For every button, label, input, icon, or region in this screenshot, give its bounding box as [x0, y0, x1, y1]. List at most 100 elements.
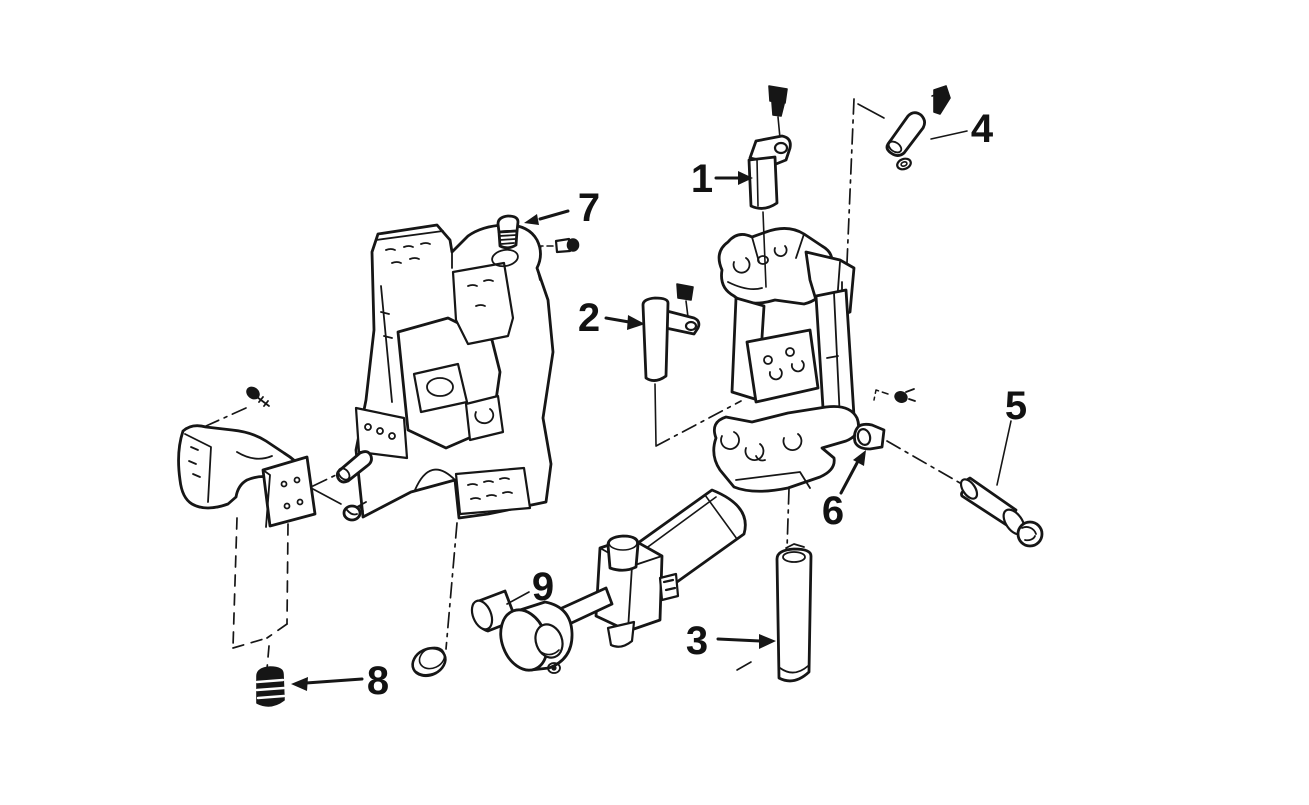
leader-4	[930, 130, 968, 140]
grease-fitting	[894, 388, 916, 403]
arrow-2-shaft	[604, 316, 631, 324]
plug8-body	[256, 666, 285, 707]
hitch-assembly	[712, 227, 860, 493]
small-pin	[335, 450, 373, 484]
bushing-6	[853, 422, 886, 451]
frame-foot-hole	[388, 432, 396, 440]
callout-2: 2	[578, 296, 600, 340]
frame-lower-plate	[464, 394, 505, 442]
arrow-8-shaft	[304, 677, 364, 685]
frame-top-plate-hole	[491, 248, 519, 268]
frame-upperbar-slots	[467, 279, 494, 307]
stub-end-face	[470, 599, 494, 631]
frame-upper-bar	[451, 261, 515, 346]
hitch-foot	[712, 405, 860, 493]
pin1-insert-line	[762, 211, 767, 288]
arrow-6-head	[853, 450, 866, 466]
bracket-plate-hole	[296, 498, 304, 506]
round-head-screw	[342, 501, 367, 522]
arrow-7-head	[524, 214, 539, 225]
pin5-knob	[1016, 520, 1044, 548]
cylinder-assembly	[470, 488, 747, 674]
hitch-plate	[745, 328, 820, 404]
phantom-left-edge	[232, 517, 238, 648]
phantom-bottom-left	[232, 637, 268, 649]
frame-lower-plate-hole	[474, 408, 495, 425]
callout-5: 5	[1005, 384, 1027, 428]
phantom-bottom-right	[266, 623, 288, 639]
push-cap	[411, 646, 447, 678]
bolt-head	[676, 283, 694, 301]
small-plug	[554, 237, 580, 254]
bolt-axis-line	[685, 300, 689, 318]
frame-left-rail-detail	[380, 285, 393, 403]
pin1-face-line	[756, 158, 759, 207]
clevis-edges	[727, 233, 805, 291]
callouts: 1 2 3 4 5 6 7 8 9	[367, 107, 1027, 703]
pin5-end-face	[959, 478, 979, 500]
frame-edge-details	[414, 251, 541, 491]
eye-bore	[534, 623, 564, 659]
pin3-body	[775, 547, 813, 683]
pin4-end-face	[887, 140, 903, 154]
clevis-pin-2	[641, 283, 701, 446]
foot-hole-arcs	[720, 431, 803, 461]
roll-pin-4	[857, 85, 951, 171]
screw4-ticks	[931, 90, 947, 107]
plug7-threads	[498, 234, 517, 245]
arrow-6-shaft	[839, 461, 859, 495]
callout-7: 7	[578, 186, 600, 230]
bracket-plate-hole	[293, 476, 301, 484]
callout-6: 6	[822, 489, 844, 533]
bracket-inner-curve	[236, 451, 273, 460]
screw-head	[342, 504, 362, 522]
bracket-screw-line	[312, 488, 342, 505]
frame-foot-hole	[364, 423, 372, 431]
frame-foot-hole	[376, 427, 384, 435]
washer-ring	[896, 157, 912, 171]
clevis-pin-1	[747, 85, 792, 288]
plug8-threads	[255, 678, 286, 700]
callout-1: 1	[691, 157, 713, 201]
side-fitting	[658, 572, 680, 602]
plug-8	[255, 666, 286, 707]
pin1-handle-hole	[773, 141, 789, 155]
callout-9: 9	[532, 565, 554, 609]
right-column-detail	[826, 292, 841, 421]
pin1-body	[747, 155, 779, 210]
centerline-part4-axis	[845, 98, 855, 287]
pin3-top-step	[785, 543, 805, 549]
pin4-axis-line	[857, 103, 885, 119]
leader-9	[506, 591, 530, 605]
top-plug	[606, 534, 640, 572]
phantom-right-edge	[286, 523, 289, 625]
frame-topbar-edge	[375, 230, 444, 241]
centerline-screw-bracket	[205, 407, 247, 427]
centerline-bushing-pin5	[886, 440, 961, 484]
bracket-left-face-edge	[184, 433, 212, 503]
pin5-knob-detail	[1021, 526, 1037, 542]
arrow-8-head	[291, 677, 308, 691]
frame-center-hole	[426, 377, 454, 397]
bracket-plate-hole	[280, 480, 288, 488]
washer-hole	[900, 161, 908, 167]
pin-5	[959, 476, 1044, 548]
callout-4: 4	[971, 107, 994, 151]
phantom-plug-axis	[266, 645, 270, 670]
phantom-drawbar-outline	[232, 517, 289, 670]
top-plug-face	[608, 535, 638, 551]
plate-hole	[785, 347, 795, 357]
left-bracket	[177, 424, 342, 528]
frame-center-block	[412, 362, 469, 414]
callout-8: 8	[367, 659, 389, 703]
pin3-chamfer	[782, 551, 806, 563]
support-frame	[354, 223, 555, 520]
centerline-cap-axis	[445, 522, 458, 650]
screw-detail	[346, 501, 367, 516]
arrow-3-head	[759, 634, 776, 649]
tick-mark	[736, 661, 752, 671]
small-pin-body	[335, 450, 373, 484]
eye-bore-shade	[540, 649, 560, 656]
plate-hole	[763, 355, 773, 365]
